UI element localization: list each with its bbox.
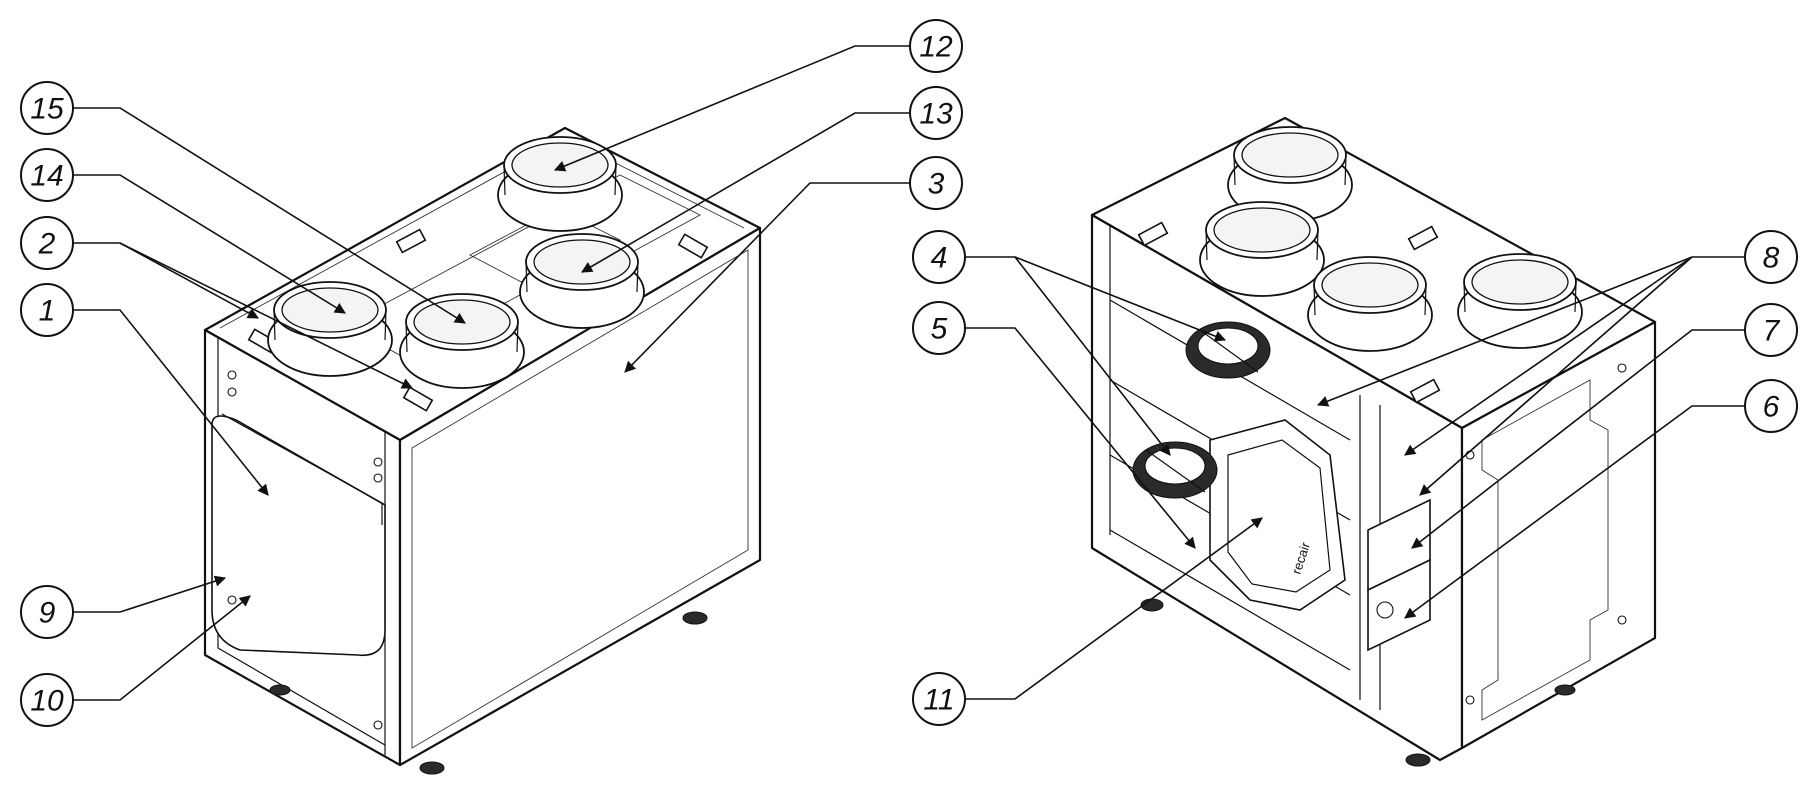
leader-13 <box>581 112 910 273</box>
fan-icon <box>1132 441 1218 499</box>
callout-7-label: 7 <box>1763 315 1781 348</box>
callout-7: 7 <box>1744 303 1798 357</box>
leader-4b <box>1014 256 1171 456</box>
callout-10-label: 10 <box>30 685 64 718</box>
leader-15 <box>73 107 466 324</box>
leader-7 <box>1411 329 1745 549</box>
callout-6-label: 6 <box>1763 391 1780 424</box>
leader-8b <box>1404 256 1693 456</box>
callout-5: 5 <box>912 301 966 355</box>
duct-spigot <box>519 233 645 329</box>
callout-4: 4 <box>912 230 966 284</box>
callout-4-label: 4 <box>931 242 948 275</box>
leader-8c <box>1419 256 1693 496</box>
callout-2: 2 <box>20 216 74 270</box>
callout-10: 10 <box>20 673 74 727</box>
duct-spigot <box>1457 253 1583 349</box>
leader-5 <box>965 327 1196 549</box>
callout-13-label: 13 <box>919 98 953 131</box>
duct-spigot <box>399 293 525 389</box>
leader-2a <box>73 242 259 319</box>
leader-3 <box>624 182 910 373</box>
callout-15: 15 <box>20 81 74 135</box>
callout-6: 6 <box>1744 379 1798 433</box>
callout-9: 9 <box>20 585 74 639</box>
duct-spigot <box>1199 201 1325 297</box>
leader-14 <box>73 174 346 314</box>
callout-12-label: 12 <box>919 31 953 64</box>
callout-14: 14 <box>20 148 74 202</box>
leader-lines <box>73 45 1745 701</box>
callout-2-label: 2 <box>38 228 56 261</box>
duct-spigot <box>267 281 393 377</box>
callout-9-label: 9 <box>39 597 56 630</box>
leader-6 <box>1404 405 1745 619</box>
leader-12 <box>553 45 910 172</box>
leader-9 <box>73 575 227 613</box>
callout-5-label: 5 <box>931 313 948 346</box>
open-unit-drawing: recair <box>1090 116 1657 767</box>
closed-unit-drawing <box>203 126 762 775</box>
leader-10 <box>73 595 251 701</box>
callout-11-label: 11 <box>923 684 954 717</box>
leader-11 <box>965 517 1263 700</box>
callout-1: 1 <box>20 283 74 337</box>
callout-12: 12 <box>909 19 963 73</box>
callout-8-label: 8 <box>1763 242 1780 275</box>
duct-spigot <box>497 136 623 232</box>
leader-1 <box>73 309 269 496</box>
fan-icon <box>1185 321 1271 379</box>
callout-3-label: 3 <box>928 168 945 201</box>
callout-3: 3 <box>909 156 963 210</box>
callout-15-label: 15 <box>30 93 64 126</box>
callout-1-label: 1 <box>39 295 56 328</box>
leader-2b <box>119 242 414 389</box>
callout-14-label: 14 <box>30 160 63 193</box>
callout-13: 13 <box>909 86 963 140</box>
callout-8: 8 <box>1744 230 1798 284</box>
duct-spigot <box>1307 256 1433 352</box>
callout-11: 11 <box>912 672 966 726</box>
